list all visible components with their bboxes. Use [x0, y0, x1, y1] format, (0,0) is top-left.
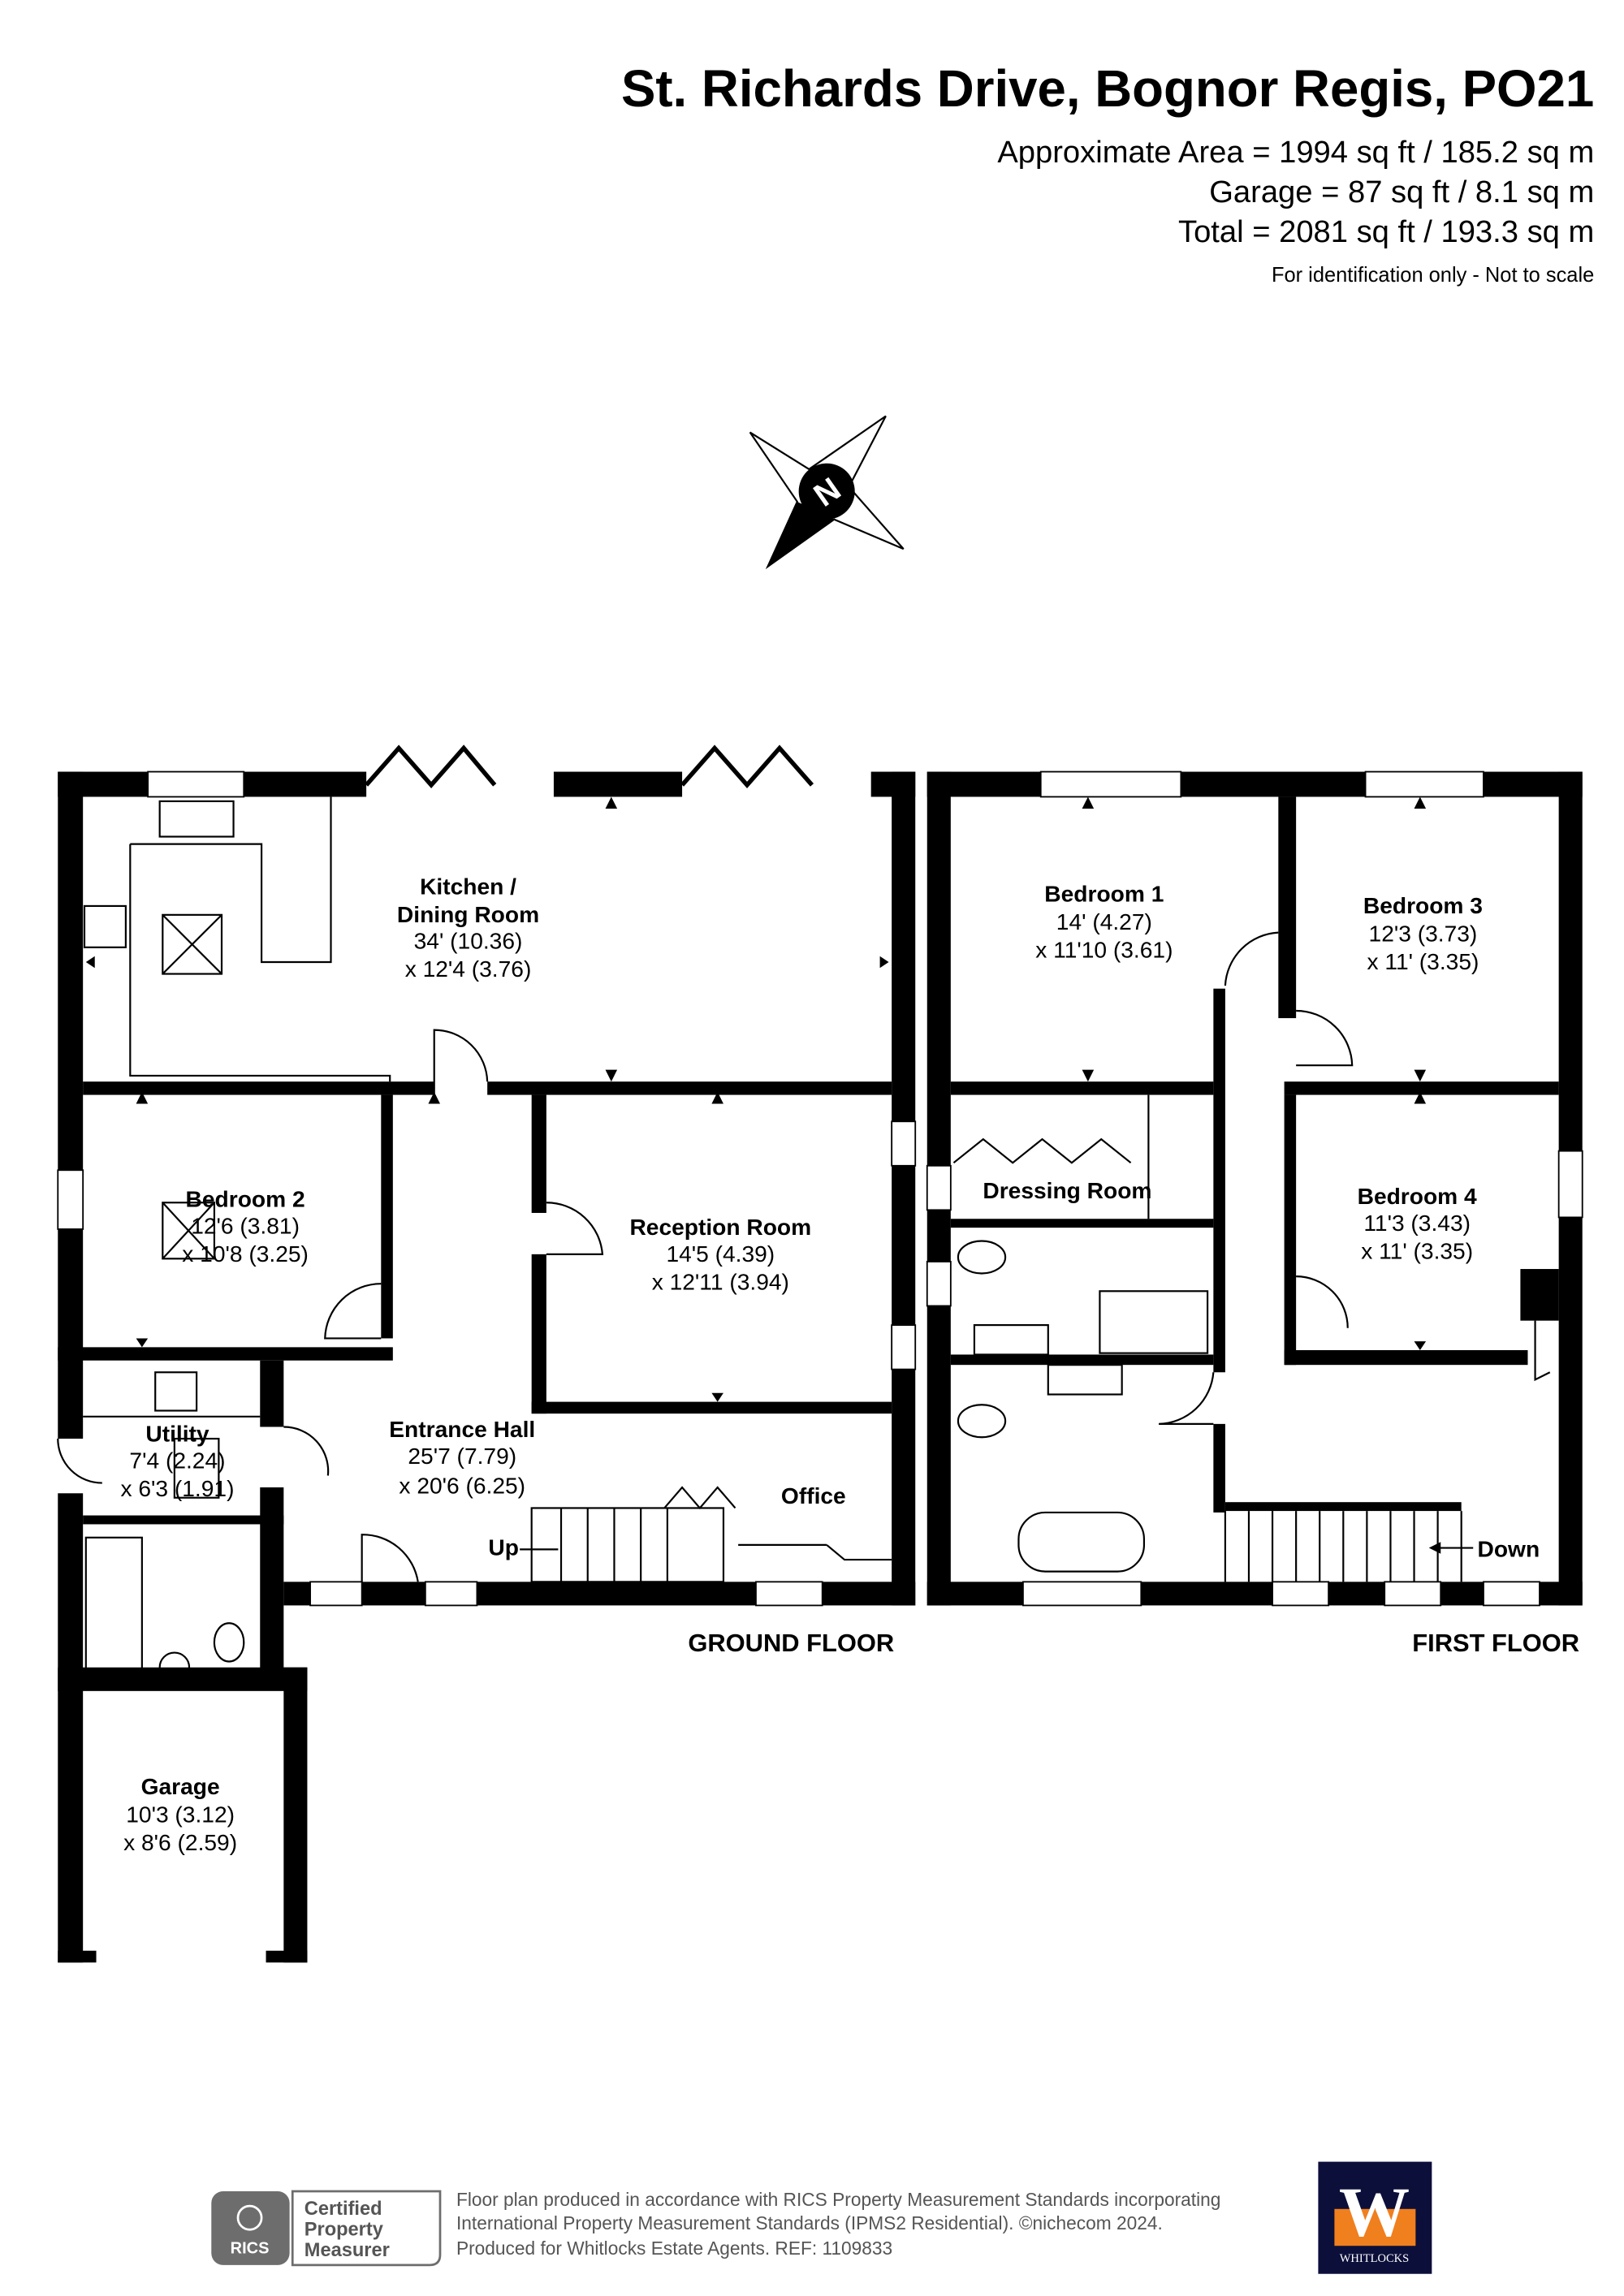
svg-text:Bedroom 4: Bedroom 4	[1358, 1183, 1477, 1209]
footer-line-1: Floor plan produced in accordance with R…	[456, 2189, 1220, 2210]
svg-text:x 10'8 (3.25): x 10'8 (3.25)	[182, 1241, 309, 1267]
svg-text:Certified: Certified	[304, 2199, 382, 2220]
svg-text:Property: Property	[304, 2219, 383, 2240]
room-reception: Reception Room 14'5 (4.39) x 12'11 (3.94…	[629, 1214, 811, 1294]
room-dressing: Dressing Room	[983, 1177, 1151, 1203]
toilet-icon	[213, 1622, 245, 1663]
sink-icon	[154, 1371, 198, 1412]
total-area: Total = 2081 sq ft / 193.3 sq m	[1178, 214, 1594, 249]
toilet-icon	[957, 1240, 1007, 1275]
whitlocks-logo: W WHITLOCKS	[1318, 2161, 1432, 2274]
svg-text:7'4 (2.24): 7'4 (2.24)	[129, 1447, 225, 1473]
bath-icon	[1017, 1511, 1146, 1573]
svg-text:x 20'6 (6.25): x 20'6 (6.25)	[399, 1472, 525, 1498]
svg-text:25'7 (7.79): 25'7 (7.79)	[408, 1443, 516, 1469]
svg-text:14' (4.27): 14' (4.27)	[1056, 908, 1152, 934]
room-kitchen: Kitchen / Dining Room 34' (10.36) x 12'4…	[397, 873, 539, 982]
svg-text:12'3 (3.73): 12'3 (3.73)	[1369, 921, 1478, 947]
room-entrance-hall: Entrance Hall 25'7 (7.79) x 20'6 (6.25)	[389, 1416, 535, 1498]
basin-icon	[973, 1324, 1049, 1356]
ground-floor-walls	[57, 744, 917, 1963]
room-bedroom-2: Bedroom 2 12'6 (3.81) x 10'8 (3.25)	[182, 1186, 309, 1267]
svg-text:Entrance Hall: Entrance Hall	[389, 1416, 535, 1442]
page-title: St. Richards Drive, Bognor Regis, PO21	[621, 60, 1594, 118]
svg-text:11'3 (3.43): 11'3 (3.43)	[1363, 1210, 1471, 1236]
ground-floor-label: GROUND FLOOR	[688, 1629, 894, 1657]
svg-text:Bedroom 2: Bedroom 2	[186, 1186, 305, 1212]
rics-badge: RICS Certified Property Measurer	[211, 2190, 442, 2267]
first-floor-label: FIRST FLOOR	[1412, 1629, 1579, 1657]
compass-icon: N	[749, 415, 905, 570]
svg-text:Bedroom 3: Bedroom 3	[1363, 892, 1483, 918]
svg-text:x 11' (3.35): x 11' (3.35)	[1367, 948, 1479, 974]
svg-text:x 8'6 (2.59): x 8'6 (2.59)	[123, 1829, 237, 1855]
hob-icon	[83, 904, 127, 948]
svg-text:12'6 (3.81): 12'6 (3.81)	[191, 1212, 300, 1238]
footer-line-3: Produced for Whitlocks Estate Agents. RE…	[456, 2238, 892, 2259]
svg-text:x 12'4 (3.76): x 12'4 (3.76)	[405, 956, 532, 982]
basin-icon	[1047, 1364, 1123, 1396]
svg-text:Measurer: Measurer	[304, 2240, 390, 2261]
svg-text:Garage: Garage	[141, 1773, 220, 1799]
approximate-area: Approximate Area = 1994 sq ft / 185.2 sq…	[997, 135, 1594, 170]
svg-text:W: W	[1339, 2172, 1410, 2251]
room-office: Office	[781, 1482, 846, 1508]
toilet-icon	[957, 1404, 1007, 1439]
shower-icon	[1099, 1290, 1209, 1354]
stairs-up-label: Up	[488, 1534, 519, 1560]
svg-text:x 6'3 (1.91): x 6'3 (1.91)	[120, 1475, 234, 1501]
footer-line-2: International Property Measurement Stand…	[456, 2212, 1163, 2233]
svg-text:x 11'10 (3.61): x 11'10 (3.61)	[1035, 937, 1173, 963]
shower-icon	[84, 1536, 143, 1677]
svg-text:10'3 (3.12): 10'3 (3.12)	[126, 1802, 235, 1828]
stairs	[530, 1486, 892, 1583]
room-bedroom-1: Bedroom 1 14' (4.27) x 11'10 (3.61)	[1035, 880, 1173, 962]
svg-text:34' (10.36): 34' (10.36)	[414, 928, 523, 954]
svg-text:WHITLOCKS: WHITLOCKS	[1340, 2252, 1409, 2265]
sink-icon	[158, 800, 235, 838]
svg-text:Utility: Utility	[145, 1421, 209, 1447]
room-utility: Utility 7'4 (2.24) x 6'3 (1.91)	[120, 1421, 234, 1501]
stairs-down-label: Down	[1478, 1535, 1540, 1561]
scale-note: For identification only - Not to scale	[1272, 264, 1594, 287]
stairs	[1224, 1511, 1474, 1582]
svg-text:Dining Room: Dining Room	[397, 901, 539, 927]
svg-text:Kitchen /: Kitchen /	[420, 873, 516, 899]
svg-text:Bedroom 1: Bedroom 1	[1044, 880, 1164, 906]
svg-text:x 11' (3.35): x 11' (3.35)	[1361, 1237, 1473, 1263]
basin-icon	[158, 1651, 191, 1684]
svg-text:RICS: RICS	[231, 2239, 270, 2257]
room-bedroom-4: Bedroom 4 11'3 (3.43) x 11' (3.35)	[1358, 1183, 1477, 1263]
room-garage: Garage 10'3 (3.12) x 8'6 (2.59)	[123, 1773, 237, 1855]
room-bedroom-3: Bedroom 3 12'3 (3.73) x 11' (3.35)	[1363, 892, 1483, 974]
garage-area: Garage = 87 sq ft / 8.1 sq m	[1209, 175, 1594, 209]
svg-text:x 12'11 (3.94): x 12'11 (3.94)	[652, 1268, 789, 1294]
first-floor-walls	[926, 770, 1583, 1607]
svg-text:Reception Room: Reception Room	[629, 1214, 811, 1240]
svg-text:14'5 (4.39): 14'5 (4.39)	[666, 1241, 775, 1267]
